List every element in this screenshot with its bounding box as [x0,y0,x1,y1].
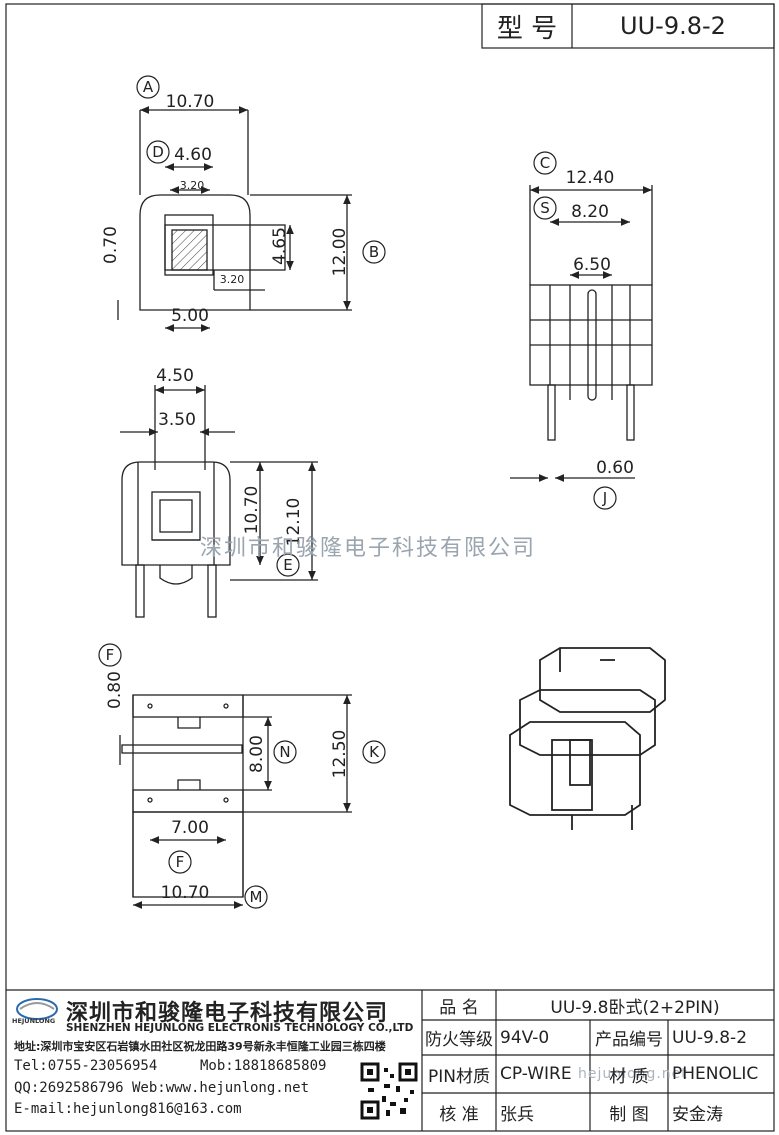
dim-top-wall: 0.70 [101,226,121,264]
spec-fire-label: 防火等级 [425,1030,493,1050]
label-s: S [540,199,550,217]
spec-draw-value: 安金涛 [672,1104,723,1125]
spec-material-label: 材 质 [609,1066,649,1087]
label-f-bottom: F [175,853,185,871]
dim-bot-pitch: 7.00 [171,818,209,838]
dim-top-inner: 3.20 [179,178,205,192]
company-tel: Tel:0755-23056954 [14,1058,158,1074]
type-title-box [481,3,775,49]
dim-top-inner2: 3.20 [219,272,245,286]
type-value: UU-9.8-2 [620,12,726,40]
qr-code-icon [360,1062,418,1120]
label-f-top: F [105,646,115,664]
bottom-view [119,694,352,909]
front-view [120,385,318,618]
company-mob: Mob:18818685809 [200,1058,327,1074]
label-n: N [279,743,291,761]
dim-bot-inner: 8.00 [247,735,267,773]
label-j: J [602,489,608,507]
logo-text: HEJUNLONG [12,1017,56,1025]
dim-right-total: 12.40 [565,168,615,188]
company-email: E-mail:hejunlong816@163.com [14,1101,242,1117]
spec-pin-value: CP-WIRE [500,1064,572,1084]
dim-bot-width: 10.70 [160,883,210,903]
spec-name-value: UU-9.8卧式(2+2PIN) [550,997,720,1018]
spec-code-value: UU-9.8-2 [672,1027,748,1048]
label-c: C [539,154,551,172]
sheet-border [5,3,775,1132]
label-circles [98,75,617,909]
dim-top-height: 12.00 [330,227,350,277]
spec-table-grid [421,990,774,1131]
spec-check-label: 核 准 [439,1104,479,1125]
spec-check-value: 张兵 [500,1104,534,1125]
company-name-cn: 深圳市和骏隆电子科技有限公司 [66,1001,389,1026]
dim-top-window: 4.60 [174,145,212,165]
spec-code-label: 产品编号 [595,1030,663,1050]
label-m: M [249,888,263,906]
company-name-en: SHENZHEN HEJUNLONG ELECTRONIS TECHNOLOGY… [66,1022,414,1034]
dim-right-inner: 8.20 [571,202,609,222]
dim-top-width: 10.70 [165,92,215,112]
dim-bot-flange: 0.80 [105,671,125,709]
spec-material-value: PHENOLIC [672,1064,759,1084]
dim-right-pin: 6.50 [573,255,611,275]
top-view [117,106,352,332]
side-view [510,185,653,482]
company-logo-icon [16,998,58,1020]
label-b: B [368,243,380,261]
watermark-text: 深圳市和骏隆电子科技有限公司 [200,536,537,561]
spec-fire-value: 94V-0 [500,1027,550,1048]
spec-name-label: 品 名 [439,997,479,1018]
company-qq-web: QQ:2692586796 Web:www.hejunlong.net [14,1080,310,1096]
label-d: D [152,143,164,161]
label-e: E [283,556,293,574]
spec-pin-label: PIN材质 [428,1066,490,1087]
dim-top-base: 5.00 [171,306,209,326]
dim-bot-height: 12.50 [330,729,350,779]
isometric-view [509,647,666,830]
watermark-url: hejunlong.net [578,1066,688,1082]
label-a: A [142,78,154,96]
dim-top-slot: 4.65 [270,227,290,265]
type-label: 型 号 [496,13,558,44]
label-k: K [369,743,379,761]
spec-draw-label: 制 图 [609,1104,649,1125]
dim-mid-inner: 3.50 [158,410,196,430]
dim-right-wire: 0.60 [596,458,634,478]
company-address: 地址:深圳市宝安区石岩镇水田社区祝龙田路39号新永丰恒隆工业园三栋四楼 [14,1040,386,1053]
dim-mid-outer: 4.50 [156,366,194,386]
